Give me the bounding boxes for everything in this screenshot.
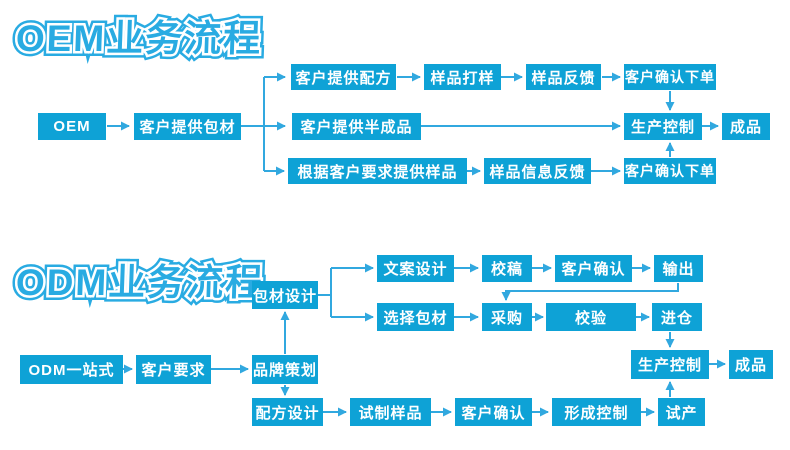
flow-node-odm-baocai-sheji: 包材设计 [252, 281, 318, 309]
flow-node-oem-dayang: 样品打样 [424, 64, 501, 90]
flow-node-oem-xiadan-top: 客户确认下单 [624, 64, 716, 90]
flow-node-oem-fankui: 样品反馈 [526, 64, 601, 90]
flow-node-odm-queren-top: 客户确认 [555, 255, 632, 282]
flow-node-oem-xiadan-bottom: 客户确认下单 [624, 158, 716, 184]
flow-node-odm-pinpai: 品牌策划 [252, 355, 318, 384]
flow-node-oem-chengpin: 成品 [722, 113, 770, 140]
flow-node-odm-jincang: 进仓 [652, 303, 702, 331]
oem-section-title: OEM业务流程 OEM业务流程 OEM业务流程 [10, 13, 268, 64]
flow-node-odm-xingcheng: 形成控制 [552, 398, 641, 426]
flow-node-oem-xinxi: 样品信息反馈 [484, 158, 591, 184]
flow-node-odm-wenan: 文案设计 [377, 255, 454, 282]
flow-node-odm-shizhi: 试制样品 [350, 398, 431, 426]
flow-node-odm-shengchan: 生产控制 [631, 350, 709, 379]
flow-node-odm-xuanze: 选择包材 [377, 303, 454, 331]
flow-node-odm-peifang-sheji: 配方设计 [252, 398, 323, 426]
flow-node-odm-jiaoyan: 校验 [546, 303, 636, 331]
flow-node-odm-start: ODM一站式 [20, 355, 123, 384]
flow-node-odm-shichan: 试产 [658, 398, 705, 426]
flow-node-odm-shuchu: 输出 [654, 255, 703, 282]
flow-node-odm-chengpin: 成品 [729, 350, 773, 379]
flow-node-oem-shengchan: 生产控制 [624, 113, 702, 140]
flow-node-odm-yaoqiu: 客户要求 [136, 355, 211, 384]
flow-node-odm-queren-bottom: 客户确认 [455, 398, 532, 426]
flow-node-odm-caigou: 采购 [482, 303, 532, 331]
flow-node-oem-baocai: 客户提供包材 [134, 113, 241, 140]
flow-node-oem-peifang: 客户提供配方 [291, 64, 396, 90]
odm-section-title: ODM业务流程 ODM业务流程 ODM业务流程 [10, 257, 270, 308]
flow-node-oem-bancheng: 客户提供半成品 [292, 113, 421, 140]
flow-node-odm-jiaogao: 校稿 [482, 255, 532, 282]
flow-node-oem-start: OEM [38, 113, 106, 140]
flow-node-oem-genju: 根据客户要求提供样品 [288, 158, 467, 184]
